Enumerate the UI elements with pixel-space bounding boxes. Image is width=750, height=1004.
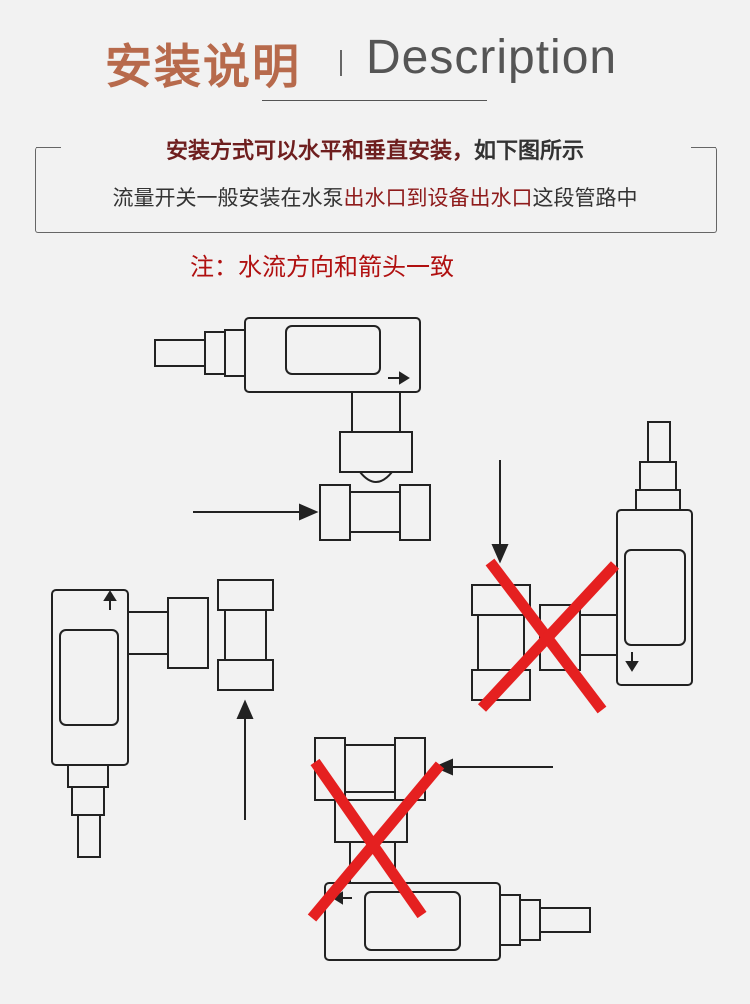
flow-arrow-icon bbox=[625, 652, 639, 672]
diagram-vertical-incorrect bbox=[471, 421, 693, 714]
arrow-right-icon bbox=[299, 503, 319, 521]
diagram-horizontal-incorrect bbox=[307, 737, 591, 961]
title-chinese: 安装说明 bbox=[105, 40, 301, 95]
heading-part1: 安装方式可以水平和垂直安装， bbox=[165, 139, 474, 164]
heading-part2: 如下图所示 bbox=[474, 139, 585, 164]
cross-icon bbox=[477, 558, 620, 714]
flow-arrow-icon bbox=[388, 371, 410, 385]
arrow-up-icon bbox=[236, 699, 254, 719]
flow-direction-note: 注：水流方向和箭头一致 bbox=[190, 253, 454, 281]
body-part1: 流量开关一般安装在水泵 bbox=[112, 186, 344, 210]
body-highlight: 出水口到设备出水口 bbox=[343, 186, 533, 210]
info-box bbox=[35, 147, 717, 233]
info-box-heading: 安装方式可以水平和垂直安装，如下图所示 bbox=[75, 133, 675, 165]
info-box-body: 流量开关一般安装在水泵出水口到设备出水口这段管路中 bbox=[40, 182, 710, 212]
title-underline bbox=[262, 100, 487, 101]
diagram-vertical-correct bbox=[51, 579, 274, 858]
flow-arrow-icon bbox=[103, 590, 117, 610]
body-part2: 这段管路中 bbox=[532, 186, 638, 210]
diagram-horizontal-correct bbox=[154, 317, 431, 541]
arrow-left-icon bbox=[433, 758, 453, 776]
title-divider bbox=[340, 50, 342, 76]
flow-arrow-icon bbox=[332, 891, 352, 905]
arrow-down-icon bbox=[491, 544, 509, 564]
installation-diagrams bbox=[51, 317, 693, 961]
title-english: Description bbox=[366, 31, 618, 84]
cross-icon bbox=[307, 758, 445, 922]
